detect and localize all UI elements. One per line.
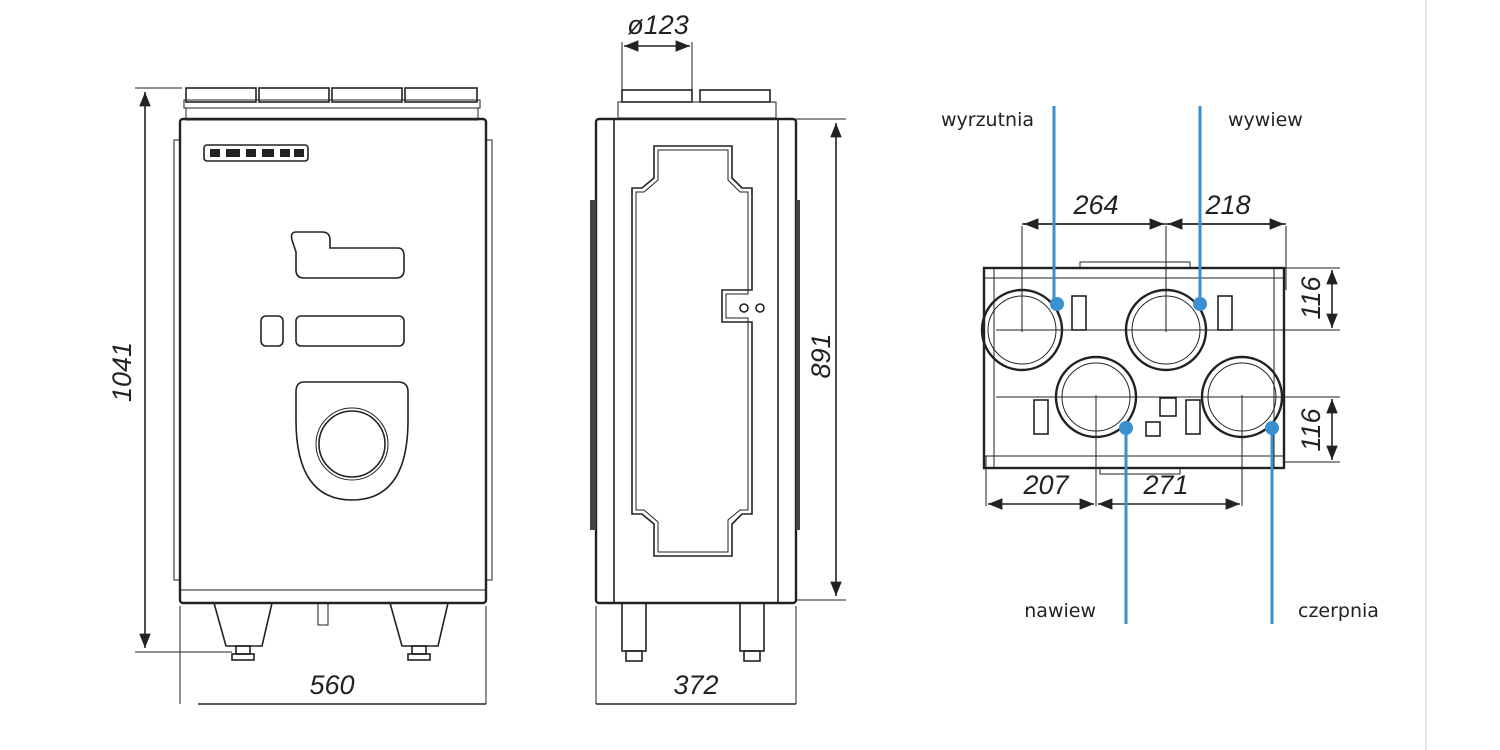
front-width-label: 560 [309, 670, 354, 700]
front-body [178, 117, 488, 605]
top-dim-218: 218 [1204, 190, 1250, 220]
top-dim-116-lower: 116 [1296, 407, 1326, 451]
side-duct-diameter-label: ø123 [627, 10, 689, 40]
front-duct-stubs [183, 87, 481, 121]
top-dim-271: 271 [1142, 470, 1188, 500]
front-view: 1041 560 [107, 87, 493, 705]
spigot-czerpnia [1200, 355, 1284, 439]
top-view: 264 218 207 271 116 116 wyrzutnia wywiew… [941, 106, 1379, 624]
label-nawiew: nawiew [1024, 600, 1096, 622]
front-round-panel [295, 381, 409, 501]
spigot-wywiew [1124, 288, 1208, 372]
side-body [594, 117, 798, 605]
side-door-outline [631, 145, 753, 557]
front-height-label: 1041 [107, 342, 137, 402]
top-dim-264: 264 [1072, 190, 1118, 220]
label-wywiew: wywiew [1228, 109, 1303, 131]
side-view: ø123 891 372 [590, 10, 846, 705]
top-dim-116-upper: 116 [1296, 275, 1326, 319]
front-indicator-window [260, 315, 284, 347]
label-wyrzutnia: wyrzutnia [941, 109, 1034, 131]
side-depth-label: 372 [673, 670, 718, 700]
front-handle-cutout [290, 231, 405, 279]
front-feet [212, 602, 450, 661]
brand-logo [203, 144, 309, 162]
spigot-nawiew [1054, 355, 1138, 439]
front-display-window [295, 315, 405, 347]
spigot-wyrzutnia [980, 288, 1064, 372]
side-height-label: 891 [806, 333, 836, 378]
label-czerpnia: czerpnia [1298, 600, 1379, 622]
top-dim-207: 207 [1022, 470, 1069, 500]
